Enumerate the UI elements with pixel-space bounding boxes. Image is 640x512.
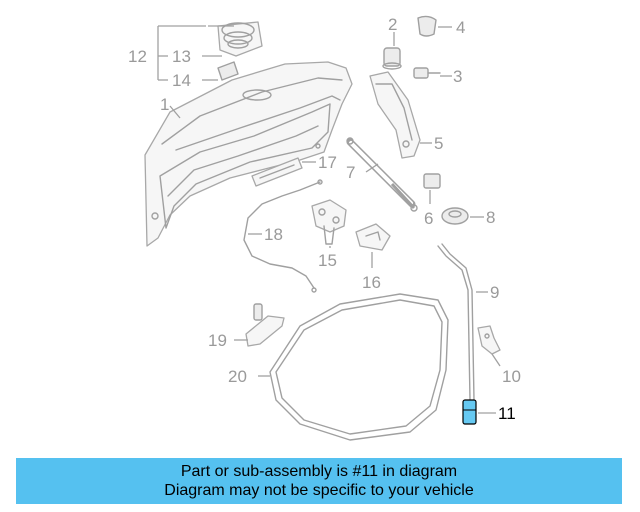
callout-1: 1 (160, 95, 169, 114)
banner-line-2: Diagram may not be specific to your vehi… (164, 482, 474, 499)
callout-18: 18 (264, 225, 283, 244)
callout-3: 3 (453, 67, 462, 86)
banner-line-1: Part or sub-assembly is #11 in diagram (180, 463, 458, 480)
callout-9: 9 (490, 283, 499, 302)
info-banner: Part or sub-assembly is #11 in diagram D… (16, 458, 622, 504)
callout-14: 14 (172, 71, 191, 90)
callout-12: 12 (128, 47, 147, 66)
bumper-part[interactable] (423, 173, 441, 204)
callout-2: 2 (388, 15, 397, 34)
weatherstrip-part[interactable] (258, 293, 449, 441)
callout-16: 16 (362, 273, 381, 292)
callout-7: 7 (346, 163, 355, 182)
handle-part[interactable] (251, 157, 316, 187)
release-cable-part[interactable] (243, 179, 323, 293)
callout-4: 4 (456, 18, 465, 37)
trunk-lid-part[interactable] (144, 61, 353, 247)
bolt-part[interactable] (413, 67, 452, 79)
clip-part[interactable] (417, 15, 452, 37)
callout-8: 8 (486, 208, 495, 227)
callout-10: 10 (502, 367, 521, 386)
highlighted-part-11[interactable] (462, 399, 496, 425)
bracket-part[interactable] (477, 325, 501, 367)
bracket-12-leader (157, 25, 206, 81)
grommet-ring-part[interactable] (441, 207, 484, 225)
callout-19: 19 (208, 331, 227, 350)
hinge-part[interactable] (369, 71, 432, 159)
callout-6: 6 (424, 209, 433, 228)
rod-part[interactable] (437, 243, 488, 401)
callout-17: 17 (318, 153, 337, 172)
lock-cover-part[interactable] (202, 61, 239, 81)
striker-part[interactable] (355, 223, 391, 268)
latch-part[interactable] (311, 199, 347, 248)
callout-15: 15 (318, 251, 337, 270)
lock-cylinder-part[interactable] (202, 21, 263, 57)
callout-11: 11 (498, 404, 516, 423)
grommet-part[interactable] (382, 32, 402, 70)
callout-5: 5 (434, 134, 443, 153)
callout-20: 20 (228, 367, 247, 386)
callout-13: 13 (172, 47, 191, 66)
lift-support-part[interactable] (346, 137, 418, 212)
lock-stud-part[interactable] (234, 303, 285, 347)
